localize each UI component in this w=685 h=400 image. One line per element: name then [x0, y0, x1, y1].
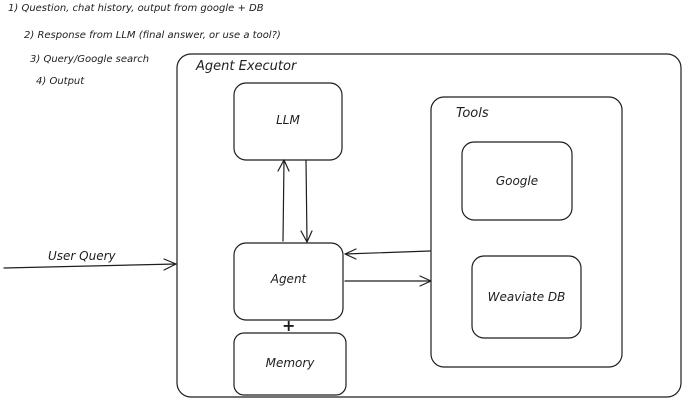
plus-sign: +	[282, 316, 296, 335]
agent-box	[233, 242, 344, 321]
weaviate-db-box	[471, 255, 582, 339]
google-box	[461, 141, 573, 221]
arrow-user-query	[3, 258, 177, 271]
note-4: 4) Output	[36, 76, 85, 87]
arrow-llm-to-agent	[300, 159, 313, 243]
agent-label: Agent	[270, 272, 307, 286]
tools-label: Tools	[456, 106, 489, 121]
llm-box	[233, 82, 343, 161]
memory-box	[233, 332, 347, 396]
weaviate-db-label: Weaviate DB	[487, 290, 566, 304]
google-label: Google	[495, 174, 539, 188]
note-1: 1) Question, chat history, output from g…	[8, 3, 264, 14]
user-query-label: User Query	[48, 249, 116, 263]
arrow-tools-to-agent	[344, 248, 431, 260]
note-3: 3) Query/Google search	[30, 54, 150, 65]
arrow-agent-to-llm	[277, 159, 290, 242]
tools-box	[430, 96, 623, 368]
llm-label: LLM	[276, 113, 300, 127]
note-2: 2) Response from LLM (final answer, or u…	[24, 30, 281, 41]
memory-label: Memory	[265, 356, 315, 370]
agent-executor-label: Agent Executor	[196, 59, 297, 74]
arrow-agent-to-tools	[344, 275, 432, 287]
agent-executor-box	[176, 53, 682, 398]
